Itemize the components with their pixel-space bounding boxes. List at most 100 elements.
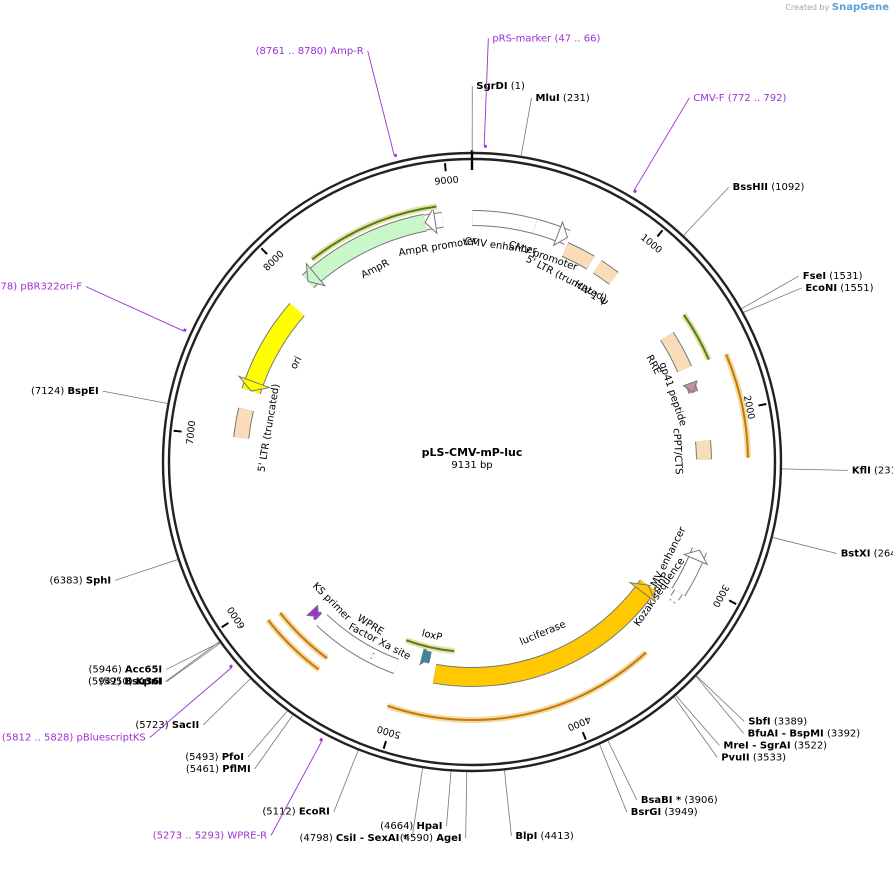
site-name: Bsu36I <box>124 677 162 688</box>
site-position: (5493) <box>185 752 218 763</box>
site-leader <box>607 740 638 801</box>
tick-label: 2000 <box>741 395 756 421</box>
primer-label: (7459 .. 7478) pBR322ori-F <box>0 282 82 293</box>
feature-label: ori <box>289 355 305 372</box>
primer-mark <box>182 328 187 332</box>
primer-mark <box>319 737 323 742</box>
feature-arrowhead <box>682 549 709 566</box>
site-label: (5942) Bsu36I <box>88 677 163 688</box>
site-leader <box>772 537 837 554</box>
site-leader <box>254 714 294 770</box>
site-leader <box>695 676 744 734</box>
feature-arrowhead <box>628 581 657 603</box>
site-name: PflMI <box>222 764 250 775</box>
site-label: (5461) PflMI <box>186 764 251 775</box>
site-position: (2315) <box>874 465 893 476</box>
primer-name: pBluescriptKS <box>77 733 146 744</box>
tick-mark <box>758 403 767 407</box>
primer-leader <box>367 50 395 156</box>
site-position: (3949) <box>664 807 697 818</box>
site-label: BssHII (1092) <box>733 182 805 193</box>
site-leader <box>411 767 424 839</box>
primer-leader <box>483 38 489 147</box>
feature-arc <box>671 589 682 600</box>
tick-mark <box>221 622 229 629</box>
feature-arrowhead <box>424 206 438 235</box>
site-label: (5112) EcoRI <box>262 807 330 818</box>
feature-arc <box>234 407 253 439</box>
feature-label: AmpR <box>360 258 392 281</box>
primer-name: pRS-marker <box>492 33 552 44</box>
site-label: BstXI (2640) <box>841 549 893 560</box>
feature-arc <box>302 214 427 288</box>
site-label: (5493) PfoI <box>185 752 244 763</box>
primer-name: WPRE-R <box>227 830 267 841</box>
primer-label: CMV-F (772 .. 792) <box>693 93 786 104</box>
primer-name: pBR322ori-F <box>20 282 82 293</box>
feature-arc <box>562 243 595 269</box>
site-name: SgrDI <box>476 81 507 92</box>
tick-label: 5000 <box>376 723 402 741</box>
primer-label: (5273 .. 5293) WPRE-R <box>153 830 267 841</box>
site-label: MluI (231) <box>536 93 590 104</box>
site-position: (3906) <box>684 795 717 806</box>
transcript-arc <box>683 314 710 361</box>
site-name: SbfI <box>748 716 770 727</box>
site-name: BspEI <box>67 386 98 397</box>
site-label: (7124) BspEI <box>31 386 99 397</box>
site-position: (5946) <box>88 665 121 676</box>
site-position: (2640) <box>874 549 893 560</box>
primer-range: (47 .. 66) <box>554 33 600 44</box>
tick-mark <box>260 247 268 255</box>
primer-mark <box>393 153 398 158</box>
plasmid-name: pLS-CMV-mP-luc <box>422 446 523 459</box>
site-position: (1551) <box>840 283 873 294</box>
feature-arc <box>696 440 711 460</box>
site-leader <box>504 770 512 836</box>
primer-range: (7459 .. 7478) <box>0 282 17 293</box>
site-name: KflI <box>852 465 871 476</box>
feature-arrowhead <box>237 375 272 392</box>
site-position: (4590) <box>400 833 433 844</box>
site-leader <box>247 710 288 758</box>
feature-arc <box>661 332 691 372</box>
feature-arc <box>316 614 399 674</box>
primer-leader <box>85 286 185 332</box>
snapgene-logo: SnapGene <box>831 2 889 13</box>
feature-arc <box>432 580 656 686</box>
primer-name: CMV-F <box>693 93 724 104</box>
site-layer: SgrDI (1)MluI (231)BssHII (1092)FseI (15… <box>31 81 893 844</box>
site-label: EcoNI (1551) <box>805 283 873 294</box>
feature-label: 5' LTR (truncated) <box>257 383 283 473</box>
feature-arrowhead <box>305 262 327 287</box>
feature-label: gp41 peptide <box>657 361 689 428</box>
feature-arc <box>370 653 374 659</box>
site-leader <box>683 186 729 236</box>
site-position: (5112) <box>262 807 295 818</box>
tick-label: 6000 <box>225 604 248 630</box>
site-name: MluI <box>536 93 560 104</box>
tick-label: 9000 <box>434 175 459 188</box>
plasmid-size: 9131 bp <box>451 460 492 471</box>
site-leader <box>673 696 718 758</box>
site-name: SphI <box>86 575 111 586</box>
tick-mark <box>443 163 447 172</box>
site-position: (5950) <box>99 677 132 688</box>
site-label: (5946) Acc65I <box>88 665 162 676</box>
site-leader <box>741 275 800 310</box>
primer-range: (5812 .. 5828) <box>2 733 74 744</box>
site-position: (231) <box>563 93 590 104</box>
site-name: Acc65I <box>125 665 162 676</box>
site-leader <box>102 390 168 404</box>
feature-label: loxP <box>421 628 443 643</box>
site-leader <box>520 97 532 156</box>
site-position: (4798) <box>299 833 332 844</box>
feature-arrowhead <box>419 645 432 666</box>
site-leader <box>781 468 848 471</box>
primer-leader <box>633 97 690 191</box>
site-position: (6383) <box>49 575 82 586</box>
feature-arc <box>593 260 618 284</box>
site-label: MreI - SgrAI (3522) <box>723 740 827 751</box>
